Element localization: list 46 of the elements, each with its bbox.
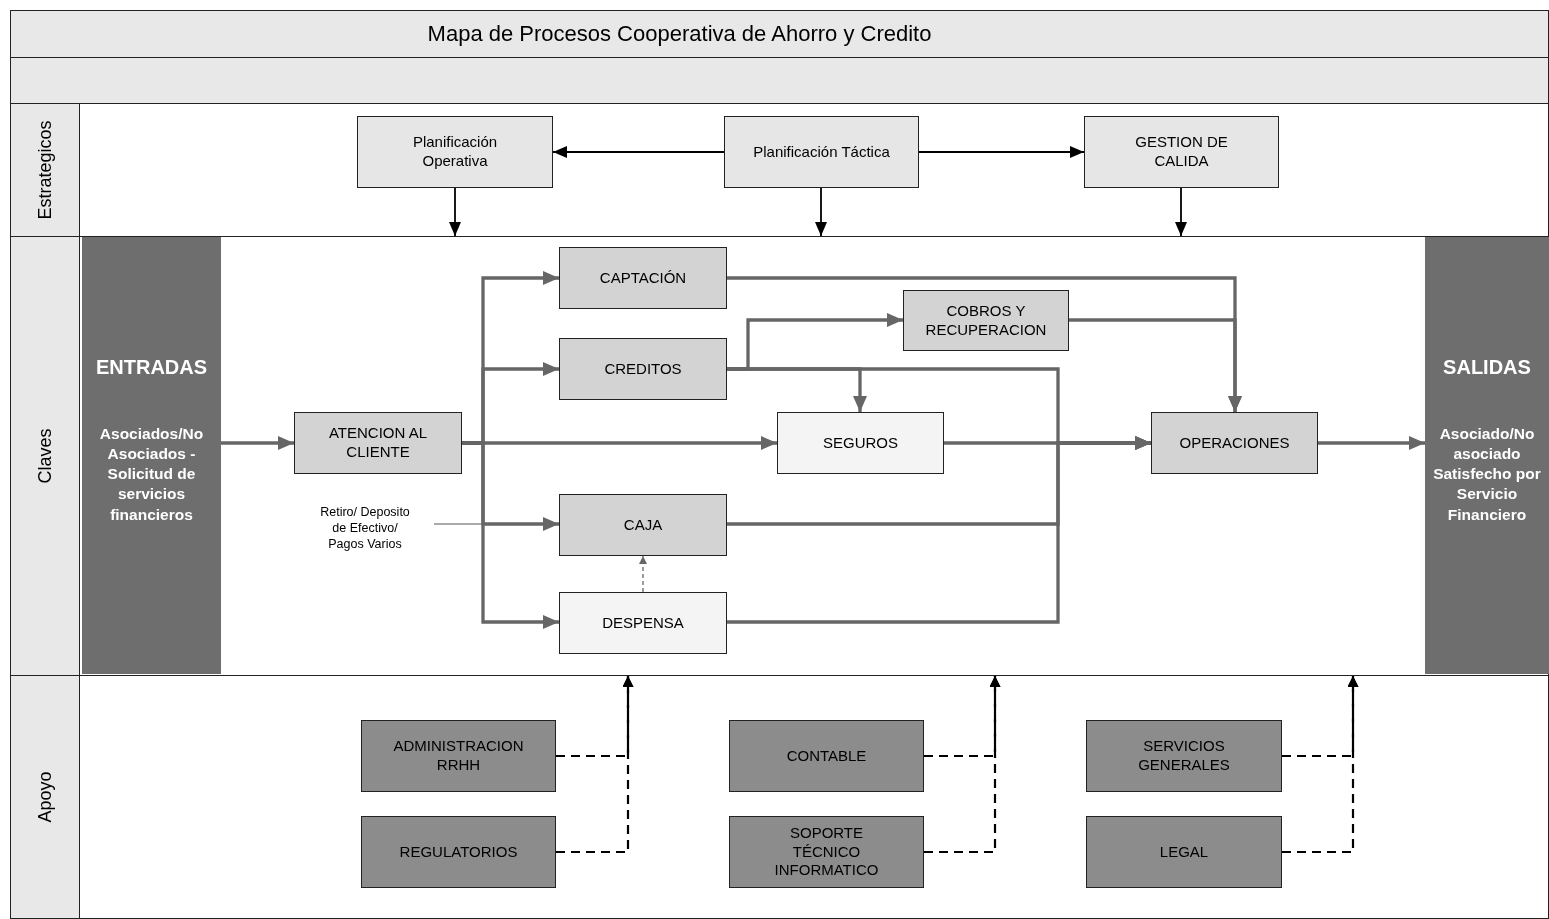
connector-line [433, 523, 482, 525]
swimlane [10, 103, 1549, 237]
process-box: CAPTACIÓN [559, 247, 727, 309]
panel-heading: SALIDAS [1443, 355, 1531, 380]
process-box: COBROS Y RECUPERACION [903, 290, 1069, 351]
lane-label: Claves [34, 428, 56, 484]
note-text: Retiro/ Deposito de Efectivo/ Pagos Varios [296, 496, 434, 560]
arrow [924, 676, 1001, 854]
panel-text: Asociado/No asociado Satisfecho por Servicio Financiero [1432, 424, 1542, 525]
support-process-box: SOPORTE TÉCNICO INFORMATICO [729, 816, 924, 888]
swimlane [10, 236, 1549, 676]
support-process-box: ADMINISTRACION RRHH [361, 720, 556, 792]
support-process-box: REGULATORIOS [361, 816, 556, 888]
process-box: Planificación Táctica [724, 116, 919, 188]
process-box: Planificación Operativa [357, 116, 553, 188]
arrow [462, 441, 559, 629]
arrow [1282, 676, 1359, 854]
arrow [815, 187, 827, 237]
panel-text: Asociados/No Asociados -Solicitud de servicios financieros [98, 424, 205, 525]
arrow [556, 676, 634, 854]
arrow [552, 146, 725, 158]
arrow [1069, 318, 1242, 412]
io-panel [1425, 237, 1549, 674]
arrow [1175, 187, 1187, 237]
arrow [449, 187, 461, 237]
process-box: DESPENSA [559, 592, 727, 654]
lane-label: Apoyo [34, 771, 56, 823]
io-panel [82, 237, 221, 674]
arrow [221, 436, 294, 450]
support-process-box: CONTABLE [729, 720, 924, 792]
support-process-box: LEGAL [1086, 816, 1282, 888]
arrow [1318, 436, 1425, 450]
process-box: OPERACIONES [1151, 412, 1318, 474]
process-box: CREDITOS [559, 338, 727, 400]
arrow [639, 555, 647, 593]
panel-heading: ENTRADAS [95, 355, 208, 380]
lane-label: Estrategicos [34, 120, 56, 220]
header-band [10, 57, 1549, 104]
process-box: GESTION DE CALIDA [1084, 116, 1279, 188]
title-banner: Mapa de Procesos Cooperativa de Ahorro y Credito [10, 10, 1549, 58]
arrow [918, 146, 1085, 158]
support-process-box: SERVICIOS GENERALES [1086, 720, 1282, 792]
process-box: CAJA [559, 494, 727, 556]
swimlane [10, 675, 1549, 919]
process-box: ATENCION AL CLIENTE [294, 412, 462, 474]
process-box: SEGUROS [777, 412, 944, 474]
